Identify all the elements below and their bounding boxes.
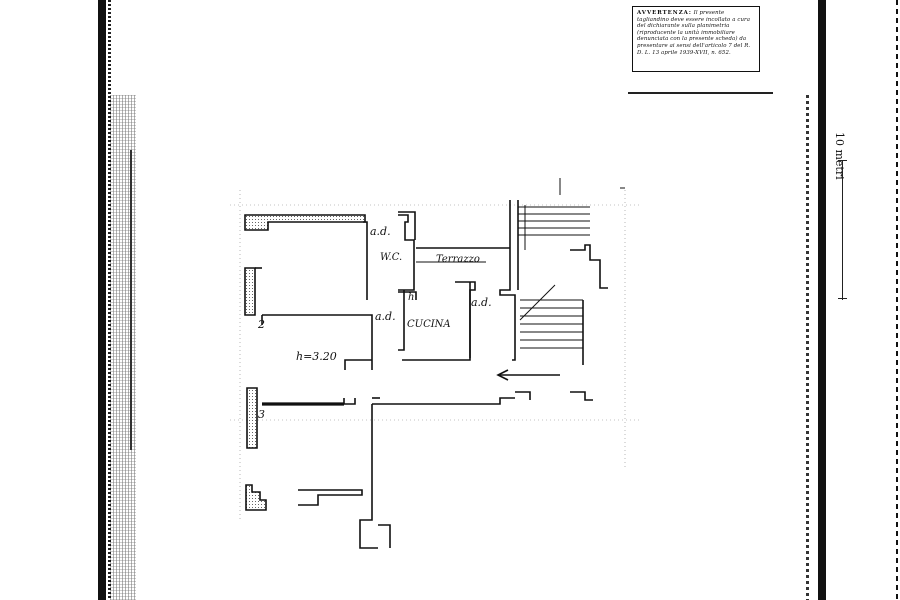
wall-corridor (372, 397, 515, 405)
notice-underline (628, 92, 773, 94)
direction-arrow (496, 369, 560, 381)
label-h: h (408, 292, 415, 303)
wall-left-2 (246, 387, 258, 449)
scale-tick-bottom (838, 298, 847, 299)
wall-partition (262, 314, 373, 370)
label-ad-mid: a.d. (375, 310, 396, 323)
label-ad-right: a.d. (471, 296, 492, 309)
label-height: h=3.20 (296, 350, 337, 363)
scale-line (842, 160, 843, 300)
wall-stair-right (570, 244, 608, 289)
left-border-dotted (108, 0, 111, 600)
wall-kitchen-left (398, 290, 405, 351)
label-terrace: Terrazzo (436, 254, 480, 265)
notice-body: Il presente tagliandino deve essere inco… (637, 10, 751, 56)
left-border-bar (98, 0, 106, 600)
scale-bar: 10 metri (828, 130, 858, 300)
wall-vertical-lower (359, 404, 378, 549)
right-edge-dashed (896, 0, 898, 600)
left-ruler-line (130, 150, 132, 450)
label-number-2: 2 (258, 318, 265, 331)
wall-top-left (244, 214, 366, 231)
label-number-3: 3 (258, 408, 265, 421)
wall-stair-left (499, 200, 516, 361)
label-kitchen: CUCINA (407, 319, 451, 330)
notice-box: AVVERTENZA: Il presente tagliandino deve… (632, 6, 760, 72)
wall-bedroom-right (363, 221, 368, 300)
label-ad-top: a.d. (370, 225, 391, 238)
notice-heading: AVVERTENZA: (637, 10, 692, 16)
wall-wc-left (398, 214, 415, 291)
wall-kitchen-right (402, 281, 476, 361)
right-border-dotted (806, 95, 809, 600)
wall-left-1 (244, 267, 256, 316)
wall-bottom-left (245, 484, 267, 511)
right-border-bar (818, 0, 826, 600)
label-wc: W.C. (380, 252, 403, 263)
wall-bottom-mid (298, 489, 363, 506)
